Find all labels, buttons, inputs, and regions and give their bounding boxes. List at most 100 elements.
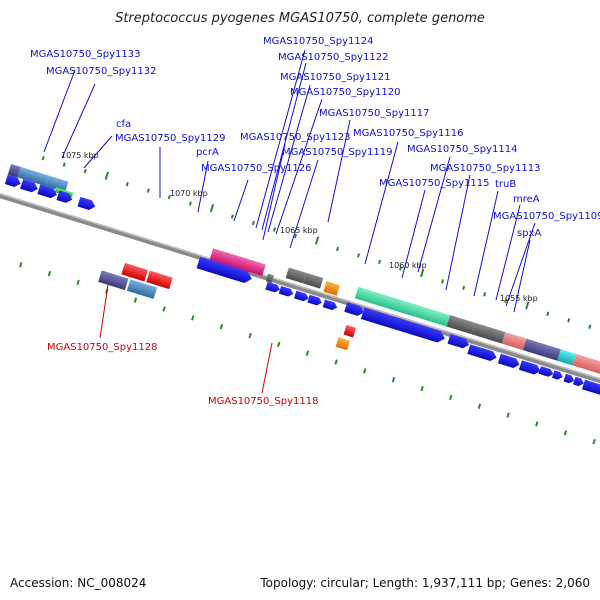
gene-label-spy1121[interactable]: MGAS10750_Spy1121 — [280, 72, 390, 83]
tick — [525, 301, 530, 310]
outer-ticks — [41, 155, 592, 329]
gene-label-spy1133[interactable]: MGAS10750_Spy1133 — [30, 49, 140, 60]
cds-arrow[interactable] — [552, 370, 564, 381]
leader-line — [262, 143, 286, 241]
cds-arrow[interactable] — [360, 307, 447, 344]
gene-label-spy1118[interactable]: MGAS10750_Spy1118 — [208, 396, 318, 407]
tick — [167, 194, 171, 200]
cds-arrow[interactable] — [573, 376, 585, 388]
scale-label: 1070 kbp — [170, 189, 208, 198]
feature-orange — [335, 337, 351, 351]
cds-forward — [4, 174, 600, 397]
feature-salmon — [501, 332, 527, 351]
feature-rrna-pink[interactable] — [209, 248, 266, 276]
tick — [546, 311, 550, 316]
gene-label-spy1117[interactable]: MGAS10750_Spy1117 — [319, 108, 429, 119]
inner-ticks — [19, 262, 596, 445]
tick — [19, 262, 23, 268]
feature-slate — [522, 338, 548, 357]
gene-label-spy1122[interactable]: MGAS10750_Spy1122 — [278, 52, 388, 63]
feature-gray — [285, 267, 307, 284]
gene-label-cfa[interactable]: cfa — [116, 119, 131, 130]
gene-label-spy1116[interactable]: MGAS10750_Spy1116 — [353, 128, 463, 139]
tick — [449, 394, 453, 401]
cds-arrow[interactable] — [518, 360, 542, 376]
feature-teal — [354, 286, 435, 322]
leader-line — [364, 141, 399, 265]
tick — [483, 292, 487, 297]
cds-arrow[interactable] — [467, 344, 498, 362]
feature-salmon — [572, 353, 600, 375]
gene-label-pcra[interactable]: pcrA — [196, 147, 219, 158]
tick — [293, 233, 297, 239]
gene-label-spy1132[interactable]: MGAS10750_Spy1132 — [46, 66, 156, 77]
cds-arrow[interactable] — [344, 302, 365, 317]
scale-label: 1060 kbp — [389, 261, 427, 270]
tick — [314, 236, 320, 245]
gene-label-spxa[interactable]: spxA — [517, 228, 541, 239]
feature-slate — [98, 270, 129, 291]
tick — [146, 188, 150, 193]
leader-line — [275, 98, 323, 235]
gene-label-spy1113[interactable]: MGAS10750_Spy1113 — [430, 163, 540, 174]
cds-arrow[interactable] — [4, 174, 22, 188]
leader-line — [417, 156, 451, 273]
feature-cyan — [557, 349, 577, 366]
tick — [462, 285, 466, 291]
gene-label-spy1124[interactable]: MGAS10750_Spy1124 — [263, 36, 373, 47]
tick — [363, 368, 367, 374]
feature-gray — [446, 315, 475, 335]
gene-label-spy1128[interactable]: MGAS10750_Spy1128 — [47, 342, 157, 353]
feature-steel — [46, 175, 69, 193]
cds-arrow[interactable] — [56, 190, 73, 204]
cds-arrow[interactable] — [322, 299, 339, 312]
tick — [104, 171, 109, 180]
leader-line — [43, 69, 76, 153]
cds-arrow[interactable] — [582, 379, 600, 397]
cds-arrow[interactable] — [294, 290, 310, 303]
tick — [272, 227, 276, 232]
cds-arrow[interactable] — [447, 334, 471, 350]
cds-arrow[interactable] — [20, 179, 39, 194]
tick — [588, 324, 592, 329]
leader-line — [473, 190, 499, 297]
tick — [230, 214, 234, 219]
gene-label-spy1123[interactable]: MGAS10750_Spy1123 — [240, 132, 350, 143]
gene-label-spy1120[interactable]: MGAS10750_Spy1120 — [290, 87, 400, 98]
cds-arrow[interactable] — [196, 256, 254, 285]
tick — [399, 266, 403, 271]
tick — [504, 298, 508, 304]
feature-trna-red[interactable] — [146, 270, 173, 290]
leader-line — [289, 159, 319, 249]
scale-label: 1055 kbp — [500, 294, 538, 303]
gene-label-spy1129[interactable]: MGAS10750_Spy1129 — [115, 133, 225, 144]
tick — [125, 181, 129, 187]
leader-lines-red — [99, 284, 273, 394]
cds-arrow[interactable] — [538, 366, 555, 378]
feature-trna-red[interactable] — [343, 324, 357, 338]
tick — [41, 155, 45, 161]
gene-label-spy1126[interactable]: MGAS10750_Spy1126 — [201, 163, 311, 174]
cds-arrow[interactable] — [307, 294, 323, 307]
leader-line — [255, 49, 306, 229]
gene-label-spy1114[interactable]: MGAS10750_Spy1114 — [407, 144, 517, 155]
feature-steel — [126, 279, 158, 299]
cds-arrow[interactable] — [265, 281, 281, 294]
tick — [535, 421, 539, 427]
leader-lines — [43, 49, 536, 313]
gene-label-trub[interactable]: truB — [495, 179, 516, 190]
cds-arrow[interactable] — [77, 196, 96, 212]
cds-arrow[interactable] — [37, 184, 58, 199]
tick — [277, 341, 281, 348]
cds-arrow[interactable] — [497, 353, 521, 370]
cds-arrow[interactable] — [278, 285, 295, 298]
genome-track — [0, 155, 600, 445]
gene-label-spy1119[interactable]: MGAS10750_Spy1119 — [282, 147, 392, 158]
cds-arrow[interactable] — [563, 373, 575, 385]
gene-label-mrea[interactable]: mreA — [513, 194, 540, 205]
tick — [248, 332, 252, 339]
gene-label-spy1109[interactable]: MGAS10750_Spy1109 — [493, 211, 600, 222]
gene-label-spy1115[interactable]: MGAS10750_Spy1115 — [379, 178, 489, 189]
feature-trna-red[interactable] — [121, 262, 148, 282]
